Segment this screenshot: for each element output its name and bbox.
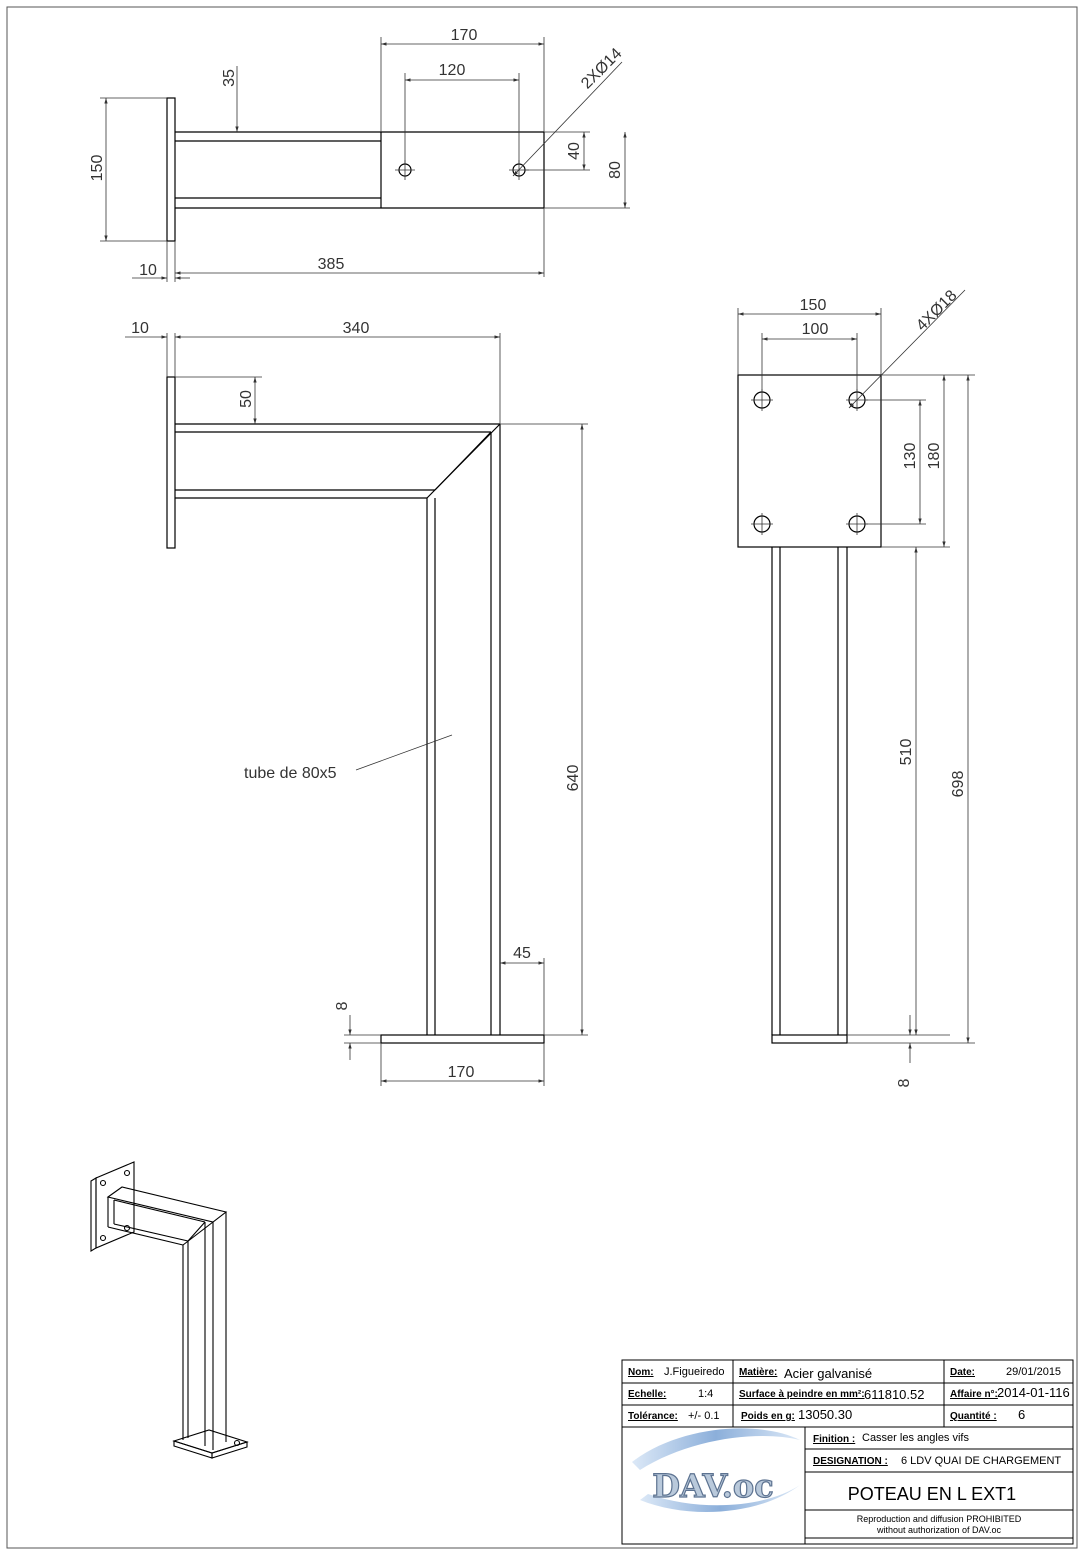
top-view-dimensions [100, 37, 630, 282]
isometric-view [90, 1161, 249, 1459]
dim-holes-top: 2XØ14 [578, 45, 625, 92]
dim-170-side: 170 [448, 1064, 475, 1081]
side-view [166, 376, 545, 1044]
quantite-value: 6 [1018, 1407, 1025, 1422]
affaire-value: 2014-01-116 [997, 1385, 1070, 1400]
dim-150-top: 150 [89, 155, 106, 182]
dim-640-side: 640 [565, 765, 582, 792]
dim-8-end: 8 [896, 1078, 913, 1087]
nom-value: J.Figueiredo [664, 1366, 725, 1378]
quantite-label: Quantité : [950, 1411, 997, 1422]
end-view-dimensions [737, 289, 975, 1063]
affaire-label: Affaire n°: [950, 1389, 998, 1400]
surface-label: Surface à peindre en mm²: [739, 1389, 865, 1400]
poids-label: Poids en g: [741, 1411, 795, 1422]
surface-value: 611810.52 [864, 1387, 925, 1402]
dim-340-side: 340 [343, 320, 370, 337]
dim-35-top: 35 [221, 69, 238, 87]
dim-40-top: 40 [566, 142, 583, 160]
notice-line-2: without authorization of DAV.oc [876, 1525, 1002, 1535]
dim-385-top: 385 [318, 256, 345, 273]
designation-value: 6 LDV QUAI DE CHARGEMENT [901, 1455, 1061, 1467]
dim-170-top: 170 [451, 27, 478, 44]
date-label: Date: [950, 1367, 975, 1378]
dav-logo: DAV.oc [632, 1428, 800, 1512]
dim-150-end: 150 [800, 297, 827, 314]
dim-100-end: 100 [802, 321, 829, 338]
dav-logo-text: DAV.oc [652, 1467, 773, 1505]
dim-120-top: 120 [439, 62, 466, 79]
dim-130-end: 130 [902, 443, 919, 470]
tolerance-label: Tolérance: [628, 1411, 678, 1422]
top-view [166, 97, 545, 242]
title-block-frame [621, 1359, 1074, 1545]
echelle-value: 1:4 [698, 1388, 713, 1400]
finition-value: Casser les angles vifs [862, 1432, 969, 1444]
dim-50-side: 50 [238, 390, 255, 408]
dim-510-end: 510 [898, 739, 915, 766]
dim-698-end: 698 [950, 771, 967, 798]
dim-10-side: 10 [131, 320, 149, 337]
designation-label: DESIGNATION : [813, 1456, 888, 1467]
matiere-label: Matière: [739, 1367, 777, 1378]
notice-line-1: Reproduction and diffusion PROHIBITED [857, 1514, 1022, 1524]
side-view-dimensions [125, 333, 588, 1086]
part-name: POTEAU EN L EXT1 [848, 1484, 1016, 1504]
echelle-label: Echelle: [628, 1389, 666, 1400]
tube-note: tube de 80x5 [244, 765, 337, 782]
nom-label: Nom: [628, 1367, 654, 1378]
dim-8-side: 8 [334, 1001, 351, 1010]
dim-80-top: 80 [607, 161, 624, 179]
dim-45-side: 45 [513, 945, 531, 962]
sheet-border [6, 6, 1078, 1549]
dim-holes-end: 4XØ18 [913, 287, 960, 334]
end-view [737, 374, 882, 1044]
date-value: 29/01/2015 [1006, 1366, 1061, 1378]
finition-label: Finition : [813, 1434, 855, 1445]
poids-value: 13050.30 [798, 1407, 852, 1422]
dim-10-top: 10 [139, 262, 157, 279]
matiere-value: Acier galvanisé [784, 1366, 872, 1381]
dim-180-end: 180 [926, 443, 943, 470]
tolerance-value: +/- 0.1 [688, 1410, 720, 1422]
